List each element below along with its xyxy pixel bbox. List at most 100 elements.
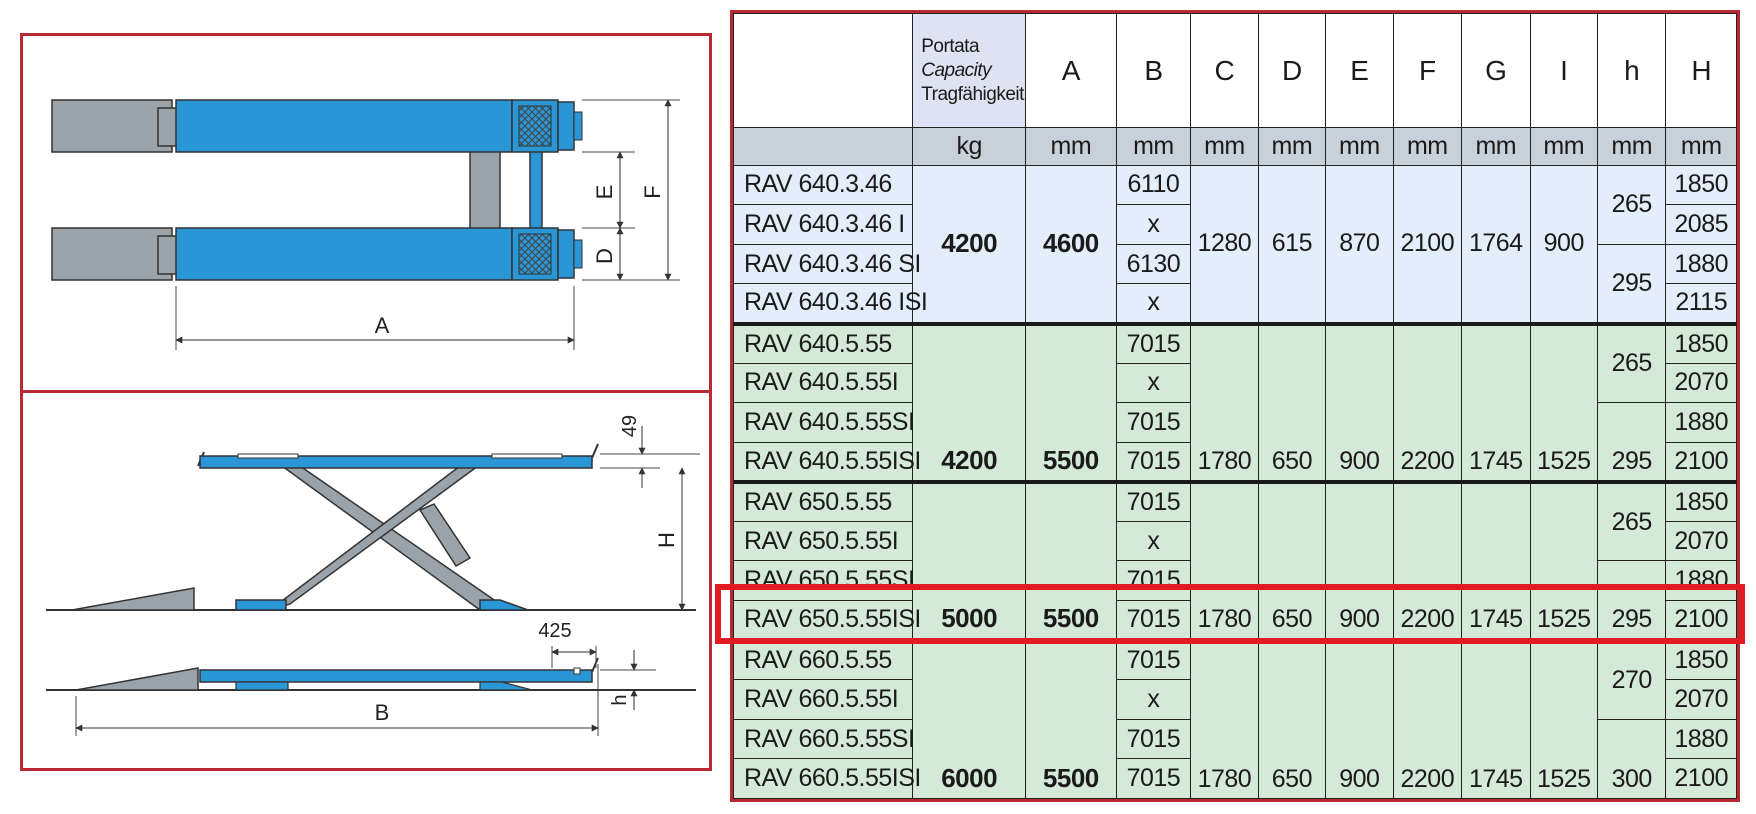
- model-name: RAV 650.5.55I: [732, 520, 914, 562]
- dim-H-cell: 2070: [1665, 520, 1737, 562]
- dim-H-cell: 2115: [1665, 283, 1737, 325]
- dim-G-cell: 1745: [1461, 638, 1531, 800]
- capacity-cell: 4200: [912, 321, 1027, 483]
- dim-H-cell: 2100: [1665, 441, 1737, 483]
- dim-label-H: H: [654, 532, 679, 548]
- dim-I-cell: 1525: [1529, 479, 1598, 641]
- model-name: RAV 640.3.46 SI: [732, 243, 921, 285]
- header-blank: [732, 12, 914, 129]
- dim-H-cell: 2100: [1665, 600, 1737, 641]
- table-row: RAV 660.5.55I x 2070: [732, 679, 1737, 720]
- header-capacity-de: Tragfähigkeit: [921, 83, 1024, 105]
- dim-B-cell: 7015: [1115, 600, 1192, 641]
- dim-E-cell: 900: [1325, 638, 1394, 800]
- unit-cell: mm: [1325, 127, 1394, 166]
- dim-H-cell: 2070: [1665, 679, 1737, 720]
- unit-cell: mm: [1115, 127, 1192, 166]
- dim-H-cell: 2070: [1665, 362, 1737, 404]
- model-name: RAV 640.5.55SI: [732, 402, 915, 443]
- unit-cell: mm: [1665, 127, 1737, 166]
- model-name: RAV 660.5.55: [732, 638, 914, 681]
- unit-cell: mm: [1257, 127, 1327, 166]
- table-row: RAV 660.5.55ISI 7015 2100: [732, 758, 1737, 799]
- dim-B-cell: 7015: [1115, 479, 1192, 522]
- spec-table: Portata Capacity Tragfähigkeit A B C D E…: [732, 12, 1737, 800]
- dim-G-cell: 1745: [1461, 321, 1531, 483]
- header-capacity-it: Portata: [921, 35, 980, 57]
- dim-A-cell: 5500: [1025, 321, 1117, 483]
- dim-B-cell: x: [1115, 362, 1192, 404]
- dim-B-cell: 7015: [1115, 718, 1192, 760]
- dim-label-E: E: [592, 185, 617, 200]
- dim-H-cell: 2085: [1665, 204, 1737, 245]
- dim-B-cell: 6110: [1115, 164, 1192, 206]
- header-G: G: [1461, 12, 1531, 129]
- top-view: E D F A: [51, 99, 680, 350]
- dim-B-cell: x: [1115, 679, 1192, 720]
- dim-label-h: h: [609, 694, 631, 705]
- model-name: RAV 640.3.46: [732, 164, 914, 206]
- dim-A-cell: 5500: [1025, 479, 1117, 641]
- dim-D-cell: 650: [1257, 638, 1327, 800]
- unit-cell: mm: [1596, 127, 1667, 166]
- dim-B-cell: 7015: [1115, 402, 1192, 443]
- dim-h-cell: 295: [1596, 243, 1667, 325]
- header-A: A: [1025, 12, 1117, 129]
- units-row: kg mm mm mm mm mm mm mm mm mm mm: [732, 127, 1737, 166]
- model-name: RAV 650.5.55: [732, 479, 914, 522]
- dim-B-cell: 7015: [1115, 441, 1192, 483]
- dim-label-49: 49: [619, 415, 641, 437]
- drawing-frame: [20, 33, 712, 771]
- dim-h-cell: 265: [1596, 321, 1667, 404]
- model-name: RAV 660.5.55I: [732, 679, 914, 720]
- dim-B-cell: 7015: [1115, 560, 1192, 602]
- dim-B-cell: x: [1115, 283, 1192, 325]
- dim-B-cell: 7015: [1115, 638, 1192, 681]
- dim-A-cell: 4600: [1025, 164, 1117, 325]
- header-h: h: [1596, 12, 1667, 129]
- lift-technical-drawing: E D F A: [46, 99, 700, 736]
- table-row: RAV 640.5.55I x 2070: [732, 362, 1737, 404]
- side-view: 49 H 425 B h: [46, 415, 700, 736]
- dim-H-cell: 1880: [1665, 560, 1737, 602]
- dim-F-cell: 2200: [1392, 638, 1463, 800]
- model-name: RAV 640.5.55ISI: [732, 441, 921, 483]
- drawing-divider: [20, 390, 712, 393]
- dim-B-cell: x: [1115, 520, 1192, 562]
- dim-D-cell: 650: [1257, 321, 1327, 483]
- model-name: RAV 660.5.55SI: [732, 718, 915, 760]
- dim-H-cell: 1880: [1665, 402, 1737, 443]
- dim-H-cell: 2100: [1665, 758, 1737, 799]
- unit-cell: mm: [1529, 127, 1598, 166]
- header-E: E: [1325, 12, 1394, 129]
- table-row: RAV 640.3.46 ISI x 2115: [732, 283, 1737, 325]
- header-H: H: [1665, 12, 1737, 129]
- header-F: F: [1392, 12, 1463, 129]
- header-B: B: [1115, 12, 1192, 129]
- dim-H-cell: 1850: [1665, 638, 1737, 681]
- dim-H-cell: 1850: [1665, 479, 1737, 522]
- table-row: RAV 650.5.55I x 2070: [732, 520, 1737, 562]
- model-name: RAV 650.5.55SI: [732, 560, 915, 602]
- unit-cell: mm: [1190, 127, 1259, 166]
- dim-F-cell: 2200: [1392, 321, 1463, 483]
- dim-G-cell: 1745: [1461, 479, 1531, 641]
- dim-F-cell: 2200: [1392, 479, 1463, 641]
- table-row: RAV 640.3.46 I x 2085: [732, 204, 1737, 245]
- dim-label-D: D: [592, 248, 617, 264]
- header-row: Portata Capacity Tragfähigkeit A B C D E…: [732, 12, 1737, 129]
- dim-I-cell: 1525: [1529, 321, 1598, 483]
- dim-I-cell: 1525: [1529, 638, 1598, 800]
- unit-cell: mm: [1025, 127, 1117, 166]
- dim-A-cell: 5500: [1025, 638, 1117, 800]
- dim-h-cell: 295: [1596, 560, 1667, 641]
- dim-H-cell: 1850: [1665, 321, 1737, 364]
- header-I: I: [1529, 12, 1598, 129]
- dim-I-cell: 900: [1529, 164, 1598, 325]
- dim-H-cell: 1880: [1665, 718, 1737, 760]
- model-name: RAV 640.3.46 ISI: [732, 283, 928, 325]
- dim-H-cell: 1850: [1665, 164, 1737, 206]
- dim-E-cell: 870: [1325, 164, 1394, 325]
- header-capacity: Portata Capacity Tragfähigkeit: [912, 12, 1027, 129]
- dim-F-cell: 2100: [1392, 164, 1463, 325]
